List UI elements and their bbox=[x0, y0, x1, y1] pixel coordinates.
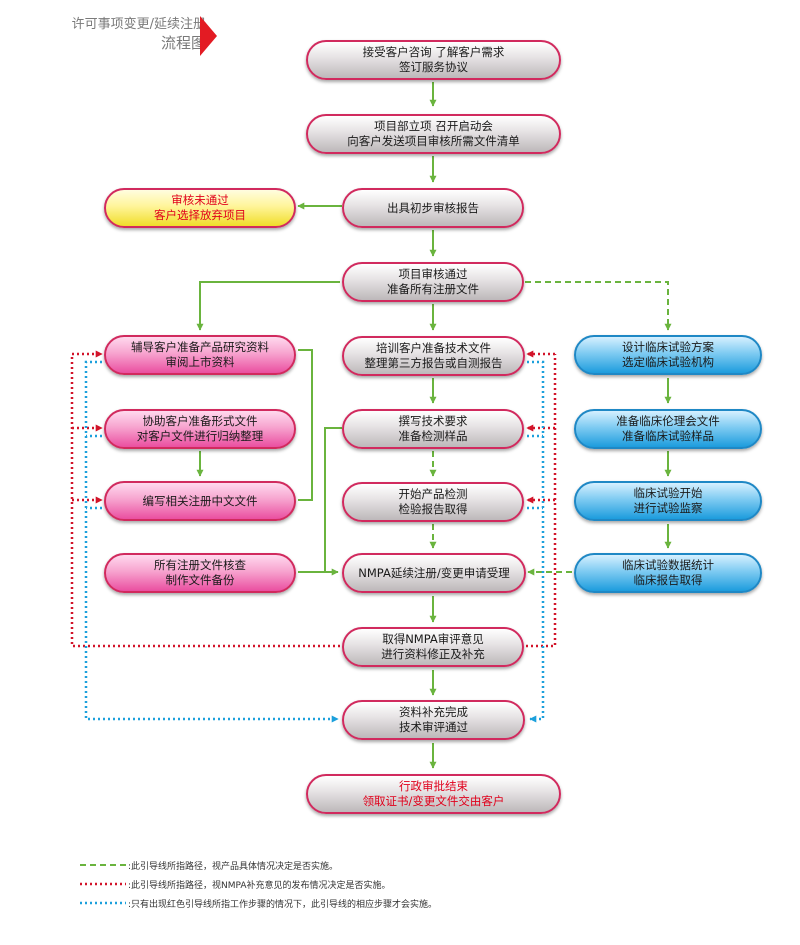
step-text: 临床报告取得 bbox=[633, 573, 703, 587]
step-text: 培训客户准备技术文件 bbox=[376, 341, 491, 355]
step-text: 进行试验监察 bbox=[633, 501, 703, 515]
step-train-tech-docs: 培训客户准备技术文件 整理第三方报告或自测报告 bbox=[342, 336, 525, 376]
step-text: 领取证书/变更文件交由客户 bbox=[362, 794, 505, 808]
legend-red-text: :此引导线所指路径，视NMPA补充意见的发布情况决定是否实施。 bbox=[128, 881, 391, 891]
step-text: 项目审核通过 bbox=[398, 267, 468, 281]
step-clinical-stats: 临床试验数据统计 临床报告取得 bbox=[574, 553, 762, 593]
step-text: 技术审评通过 bbox=[399, 720, 468, 734]
step-text: 临床试验开始 bbox=[633, 486, 703, 500]
step-tech-requirements: 撰写技术要求 准备检测样品 bbox=[342, 409, 524, 449]
step-text: 选定临床试验机构 bbox=[622, 355, 714, 369]
step-clinical-design: 设计临床试验方案 选定临床试验机构 bbox=[574, 335, 762, 375]
step-text: 撰写技术要求 bbox=[398, 414, 468, 428]
title-line-1: 许可事项变更/延续注册 bbox=[71, 17, 206, 32]
step-text: 审核未通过 bbox=[171, 193, 229, 207]
step-text: NMPA延续注册/变更申请受理 bbox=[358, 565, 510, 580]
legend-blue-text: :只有出现红色引导线所指工作步骤的情况下，此引导线的相应步骤才会实施。 bbox=[128, 900, 438, 910]
step-text: 辅导客户准备产品研究资料 bbox=[131, 340, 269, 354]
step-project-kickoff: 项目部立项 召开启动会 向客户发送项目审核所需文件清单 bbox=[306, 114, 561, 154]
step-text: 设计临床试验方案 bbox=[622, 340, 714, 354]
arrow-s4-l1 bbox=[196, 281, 340, 331]
step-product-testing: 开始产品检测 检验报告取得 bbox=[342, 482, 524, 522]
step-text: 协助客户准备形式文件 bbox=[142, 414, 258, 428]
title-arrow-icon bbox=[200, 16, 217, 56]
step-clinical-start: 临床试验开始 进行试验监察 bbox=[574, 481, 762, 521]
step-review-rejected: 审核未通过 客户选择放弃项目 bbox=[104, 188, 296, 228]
step-approval-complete: 行政审批结束 领取证书/变更文件交由客户 bbox=[306, 774, 561, 814]
step-text: 行政审批结束 bbox=[399, 779, 468, 793]
step-text: 项目部立项 召开启动会 bbox=[374, 119, 493, 133]
step-text: 签订服务协议 bbox=[399, 60, 468, 74]
step-docs-check: 所有注册文件核查 制作文件备份 bbox=[104, 553, 296, 593]
page-title: 许可事项变更/延续注册 流程图 bbox=[36, 16, 206, 53]
blue-loop-right bbox=[527, 360, 545, 723]
step-formal-docs: 协助客户准备形式文件 对客户文件进行归纳整理 bbox=[104, 409, 296, 449]
step-text: 制作文件备份 bbox=[165, 573, 235, 587]
step-text: 准备临床伦理会文件 bbox=[616, 414, 720, 428]
step-text: 编写相关注册中文文件 bbox=[142, 493, 258, 508]
step-text: 所有注册文件核查 bbox=[154, 558, 246, 572]
step-text: 检验报告取得 bbox=[398, 502, 468, 516]
step-text: 准备检测样品 bbox=[398, 429, 468, 443]
step-initial-review-report: 出具初步审核报告 bbox=[342, 188, 524, 228]
bracket-left-docs bbox=[298, 349, 313, 501]
step-text: 取得NMPA审评意见 bbox=[382, 632, 484, 646]
step-text: 整理第三方报告或自测报告 bbox=[364, 356, 503, 370]
legend-green-text: :此引导线所指路径，视产品具体情况决定是否实施。 bbox=[128, 862, 339, 872]
step-supplement-complete: 资料补充完成 技术审评通过 bbox=[342, 700, 525, 740]
step-text: 准备所有注册文件 bbox=[387, 282, 479, 296]
step-nmpa-accepted: NMPA延续注册/变更申请受理 bbox=[342, 553, 526, 593]
step-consultation: 接受客户咨询 了解客户需求 签订服务协议 bbox=[306, 40, 561, 80]
step-text: 接受客户咨询 了解客户需求 bbox=[362, 45, 505, 59]
step-nmpa-opinion: 取得NMPA审评意见 进行资料修正及补充 bbox=[342, 627, 524, 667]
step-research-docs: 辅导客户准备产品研究资料 审阅上市资料 bbox=[104, 335, 296, 375]
step-ethics-docs: 准备临床伦理会文件 准备临床试验样品 bbox=[574, 409, 762, 449]
step-text: 开始产品检测 bbox=[398, 487, 468, 501]
step-text: 资料补充完成 bbox=[399, 705, 468, 719]
red-loop-right bbox=[526, 354, 557, 648]
step-text: 准备临床试验样品 bbox=[622, 429, 714, 443]
line-s6-s8 bbox=[324, 427, 342, 572]
step-text: 向客户发送项目审核所需文件清单 bbox=[347, 134, 520, 148]
step-text: 出具初步审核报告 bbox=[387, 200, 479, 215]
step-text: 进行资料修正及补充 bbox=[381, 647, 485, 661]
step-chinese-docs: 编写相关注册中文文件 bbox=[104, 481, 296, 521]
step-text: 审阅上市资料 bbox=[165, 355, 235, 369]
step-review-passed: 项目审核通过 准备所有注册文件 bbox=[342, 262, 524, 302]
title-line-2: 流程图 bbox=[160, 34, 206, 52]
step-text: 临床试验数据统计 bbox=[622, 558, 714, 572]
arrow-s4-r1 bbox=[525, 281, 672, 331]
step-text: 对客户文件进行归纳整理 bbox=[136, 429, 264, 443]
step-text: 客户选择放弃项目 bbox=[154, 208, 246, 222]
